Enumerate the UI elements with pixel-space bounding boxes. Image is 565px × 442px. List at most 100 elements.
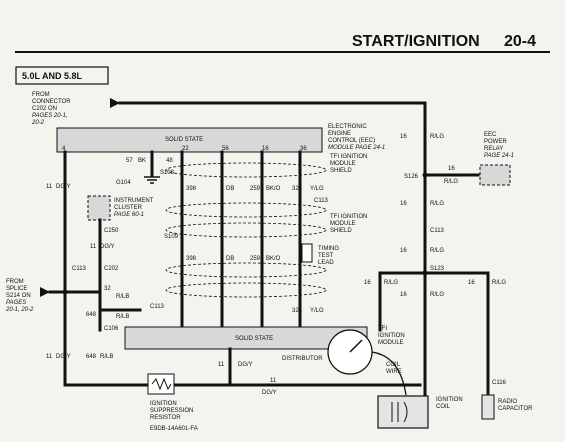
svg-text:S109: S109 — [164, 234, 179, 240]
svg-text:G104: G104 — [116, 180, 131, 186]
svg-text:MODULE: MODULE — [378, 340, 404, 346]
svg-text:648: 648 — [86, 312, 97, 318]
svg-text:DG/Y: DG/Y — [238, 362, 253, 368]
svg-text:R/LG: R/LG — [384, 280, 398, 286]
svg-text:C113: C113 — [150, 304, 165, 310]
svg-text:DG/Y: DG/Y — [262, 390, 277, 396]
svg-text:S108: S108 — [160, 170, 175, 176]
radio-capacitor — [481, 394, 495, 420]
coil-wire-label: COIL WIRE — [386, 362, 402, 375]
svg-text:11: 11 — [270, 378, 277, 384]
svg-text:C250: C250 — [104, 228, 119, 234]
svg-text:IGNITION: IGNITION — [150, 401, 177, 407]
eec-module-box — [56, 127, 323, 153]
from-connector-label: FROM CONNECTOR C202 ON PAGES 20-1, 20-2 — [31, 92, 71, 126]
svg-text:22: 22 — [182, 146, 189, 152]
svg-text:C113: C113 — [72, 266, 87, 272]
svg-text:IGNITION: IGNITION — [436, 397, 463, 403]
tfi-shield-2-label: TFI IGNITION MODULE SHIELD — [330, 214, 367, 234]
svg-text:ELECTRONIC: ELECTRONIC — [328, 124, 367, 130]
svg-text:CAPACITOR: CAPACITOR — [498, 406, 533, 412]
svg-text:TEST: TEST — [318, 253, 334, 259]
svg-text:PAGES: PAGES — [6, 300, 26, 306]
svg-text:TFI IGNITION: TFI IGNITION — [330, 154, 367, 160]
svg-text:324: 324 — [292, 308, 303, 314]
tfi-module-label: TFI IGNITION MODULE — [378, 326, 405, 346]
svg-text:C106: C106 — [104, 326, 119, 332]
svg-text:16: 16 — [468, 280, 475, 286]
svg-text:398: 398 — [186, 256, 197, 262]
svg-text:ENGINE: ENGINE — [328, 131, 351, 137]
svg-text:S126: S126 — [404, 174, 419, 180]
svg-text:648: 648 — [86, 354, 97, 360]
svg-text:11: 11 — [46, 354, 53, 360]
svg-text:MODULE: MODULE — [330, 221, 356, 227]
timing-lead-label: TIMING TEST LEAD — [318, 246, 339, 266]
svg-text:C113: C113 — [430, 228, 445, 234]
svg-text:SUPPRESSION: SUPPRESSION — [150, 408, 193, 414]
page-number: 20-4 — [504, 33, 536, 50]
svg-text:S214 ON: S214 ON — [6, 293, 31, 299]
svg-text:4: 4 — [62, 146, 66, 152]
svg-text:48: 48 — [166, 158, 173, 164]
svg-text:RELAY: RELAY — [484, 146, 503, 152]
tfi-shield-1-label: TFI IGNITION MODULE SHIELD — [330, 154, 367, 174]
suppression-label: IGNITION SUPPRESSION RESISTOR — [150, 401, 193, 421]
cable-wire-labels: 398 DB 259 BK/O 324 Y/LG 398 DB 259 BK/O… — [186, 186, 324, 314]
svg-text:COIL: COIL — [386, 362, 401, 368]
coil-icon — [391, 401, 408, 423]
svg-text:R/LG: R/LG — [430, 134, 444, 140]
svg-text:EEC: EEC — [484, 132, 497, 138]
svg-text:RADIO: RADIO — [498, 399, 517, 405]
svg-text:PAGES 20-1,: PAGES 20-1, — [32, 113, 68, 119]
svg-text:TFI: TFI — [378, 326, 387, 332]
svg-text:PAGE 24-1: PAGE 24-1 — [484, 153, 514, 159]
svg-text:SPLICE: SPLICE — [6, 286, 27, 292]
svg-text:CONNECTOR: CONNECTOR — [32, 99, 71, 105]
svg-text:324: 324 — [292, 186, 303, 192]
svg-text:BK/O: BK/O — [266, 256, 281, 262]
radio-capacitor-label: RADIO CAPACITOR — [498, 399, 533, 412]
svg-text:20-1, 20-2: 20-1, 20-2 — [5, 307, 34, 313]
svg-text:DG/Y: DG/Y — [56, 354, 71, 360]
svg-text:C113: C113 — [314, 198, 329, 204]
svg-text:WIRE: WIRE — [386, 369, 402, 375]
svg-text:FROM: FROM — [32, 92, 50, 98]
svg-text:POWER: POWER — [484, 139, 507, 145]
coil-wire — [371, 351, 407, 396]
svg-text:R/LB: R/LB — [116, 314, 129, 320]
svg-text:MODULE PAGE 24-1: MODULE PAGE 24-1 — [328, 145, 385, 151]
distributor-label: DISTRIBUTOR — [282, 356, 323, 362]
svg-text:398: 398 — [186, 186, 197, 192]
svg-text:16: 16 — [400, 292, 407, 298]
wire-16-radio — [378, 271, 490, 397]
svg-text:CONTROL (EEC): CONTROL (EEC) — [328, 138, 375, 144]
svg-text:57: 57 — [126, 158, 133, 164]
svg-text:SHIELD: SHIELD — [330, 168, 352, 174]
svg-text:11: 11 — [46, 184, 53, 190]
svg-text:32: 32 — [104, 286, 111, 292]
svg-text:R/LG: R/LG — [444, 179, 458, 185]
eec-relay-label: EEC POWER RELAY PAGE 24-1 — [484, 132, 514, 159]
svg-text:SHIELD: SHIELD — [330, 228, 352, 234]
svg-text:INSTRUMENT: INSTRUMENT — [114, 198, 154, 204]
instrument-cluster — [87, 195, 111, 221]
svg-text:16: 16 — [400, 134, 407, 140]
instrument-cluster-label: INSTRUMENT CLUSTER PAGE 60-1 — [114, 198, 154, 218]
wire-16-rlg — [118, 101, 427, 397]
svg-text:16: 16 — [262, 146, 269, 152]
svg-text:DB: DB — [226, 256, 234, 262]
svg-text:C202 ON: C202 ON — [32, 106, 57, 112]
svg-text:20-2: 20-2 — [31, 120, 45, 126]
svg-text:Y/LG: Y/LG — [310, 308, 324, 314]
svg-text:259: 259 — [250, 186, 261, 192]
svg-text:COIL: COIL — [436, 404, 451, 410]
svg-text:LEAD: LEAD — [318, 260, 334, 266]
ignition-coil — [377, 395, 429, 429]
ground-icon — [144, 176, 160, 184]
svg-text:R/LG: R/LG — [430, 292, 444, 298]
svg-text:16: 16 — [400, 201, 407, 207]
ignition-coil-label: IGNITION COIL — [436, 397, 463, 410]
svg-text:RESISTOR: RESISTOR — [150, 415, 181, 421]
